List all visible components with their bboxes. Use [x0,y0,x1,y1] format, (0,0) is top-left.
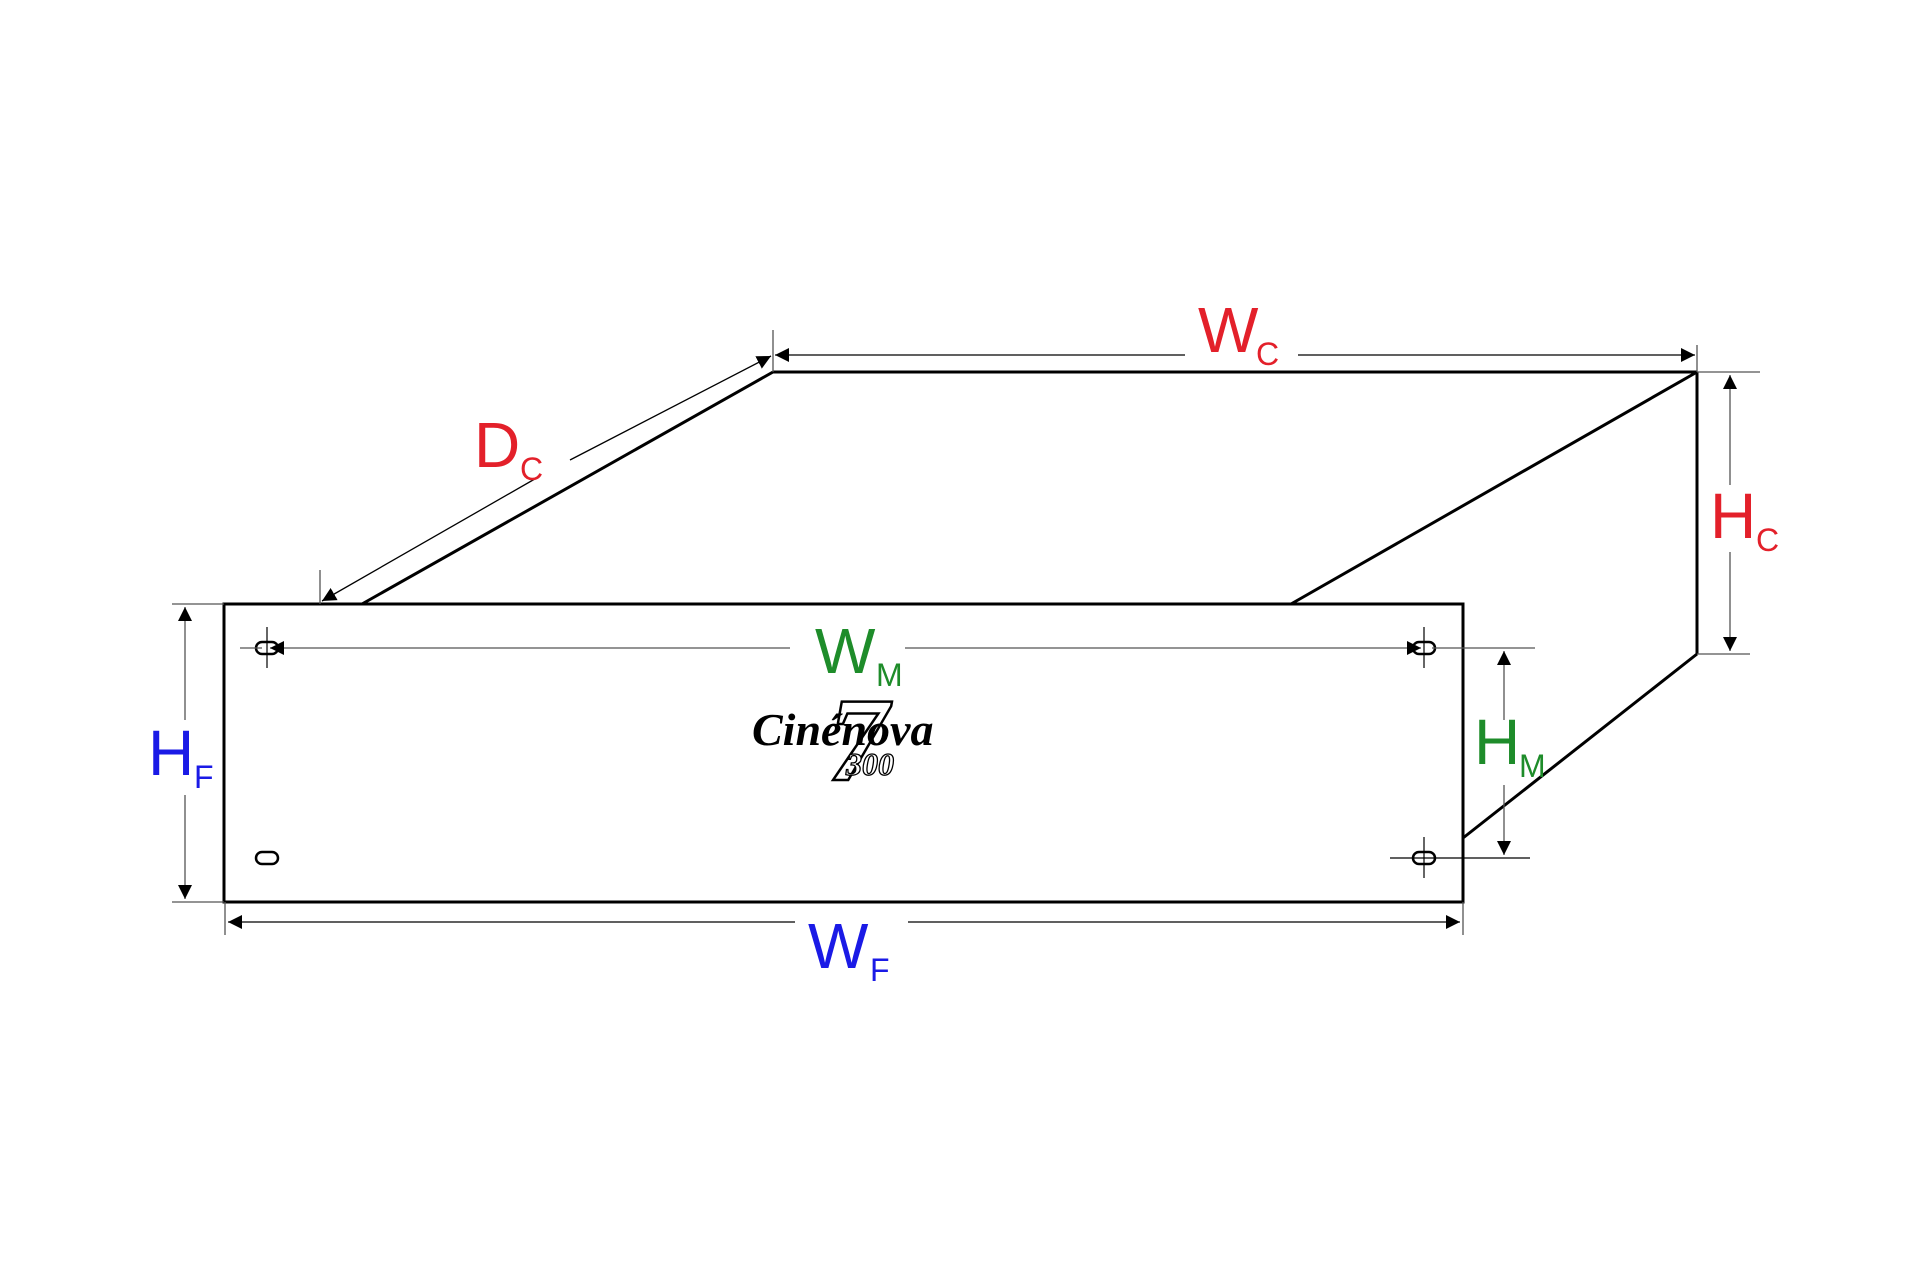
label-hf: H F [148,717,214,795]
top-right-edge [1290,370,1698,606]
label-hc: H C [1710,480,1779,558]
chassis-outline [222,370,1699,904]
svg-text:C: C [1256,336,1279,372]
svg-text:H: H [1474,706,1520,778]
svg-text:F: F [870,952,890,988]
svg-text:H: H [148,717,194,789]
top-left-edge [361,370,774,606]
label-wc: W C [1198,294,1279,372]
svg-text:W: W [1198,294,1259,366]
svg-text:D: D [474,409,520,481]
front-panel [222,602,1465,904]
svg-text:M: M [876,657,903,693]
dimension-lines [172,330,1760,935]
logo-model: 300 [845,746,894,782]
label-hm: H M [1474,706,1546,784]
svg-text:C: C [1756,522,1779,558]
logo-brand: Cinénova [752,704,933,755]
logo-digit: 7 [828,673,892,806]
label-wf: W F [808,910,890,988]
hole-crosshairs [266,627,1530,878]
label-dc: D C [474,409,543,487]
dc-dimension-lower [321,475,541,602]
label-wm: W M [815,615,903,693]
svg-text:F: F [194,759,214,795]
brand-logo: 7 Cinénova 300 [752,672,933,808]
bottom-right-edge [1462,652,1698,840]
svg-text:W: W [808,910,869,982]
svg-text:M: M [1519,748,1546,784]
svg-text:W: W [815,615,876,687]
svg-text:H: H [1710,480,1756,552]
mounting-hole-bottom-left [254,850,280,866]
svg-text:C: C [520,451,543,487]
dc-dimension-upper [569,355,772,461]
